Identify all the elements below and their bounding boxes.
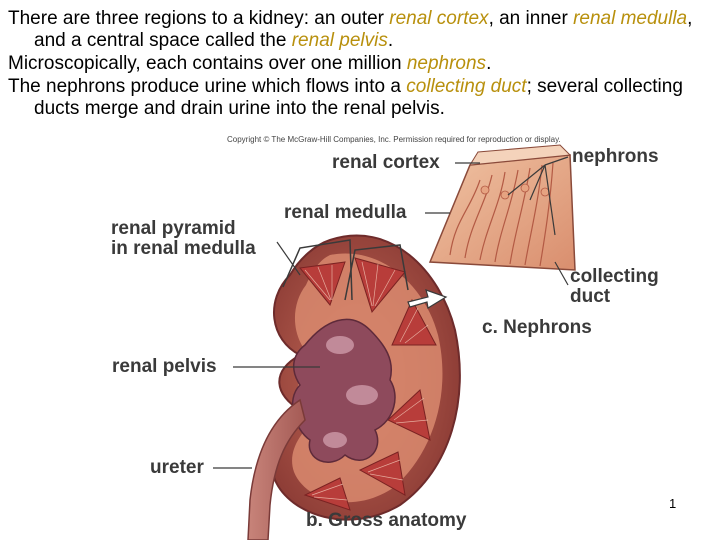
term-renal-pelvis: renal pelvis [291,30,388,51]
text-segment: ; several collecting ducts merge and dra… [34,76,683,118]
label-renal-cortex: renal cortex [332,152,440,173]
text-segment: , and a central space called the [34,8,693,51]
label-renal-pyramid-line2: in renal medulla [111,238,256,259]
label-renal-pyramid-line1: renal pyramid [111,218,236,239]
text-segment: , an inner [488,8,574,29]
nephron-block [428,144,576,271]
term-renal-cortex: renal cortex [389,8,489,29]
renal-pyramids [299,257,437,511]
renal-pelvis-shape [291,318,396,463]
text-segment: Microscopically, each contains over one … [8,53,407,74]
label-b-gross-anatomy: b. Gross anatomy [306,510,467,531]
slide-text: There are three regions to a kidney: an … [8,8,708,119]
label-nephrons: nephrons [572,146,659,167]
label-collecting-line1: collecting [570,266,659,287]
text-segment: . [486,53,492,74]
page-number: 1 [669,496,677,511]
label-renal-pelvis: renal pelvis [112,356,217,377]
text-segment: The nephrons produce urine which flows i… [8,76,407,97]
term-collecting-duct: collecting duct [406,76,527,97]
text-segment: . [387,30,394,51]
collecting-duct-arrow [407,289,448,309]
ureter-shape [247,398,306,540]
kidney-diagram [213,144,576,540]
text-segment: There are three regions to a kidney: an … [8,8,390,29]
label-collecting-line2: duct [570,286,611,307]
term-renal-medulla: renal medulla [573,8,688,29]
label-renal-medulla: renal medulla [284,202,407,223]
term-nephrons: nephrons [406,53,487,74]
paragraph-nephrons: Microscopically, each contains over one … [8,53,708,75]
copyright-notice: Copyright © The McGraw-Hill Companies, I… [227,135,561,144]
label-c-nephrons: c. Nephrons [482,317,592,338]
paragraph-regions: There are three regions to a kidney: an … [8,8,708,52]
paragraph-collecting-duct: The nephrons produce urine which flows i… [8,76,708,118]
label-ureter: ureter [150,457,204,478]
